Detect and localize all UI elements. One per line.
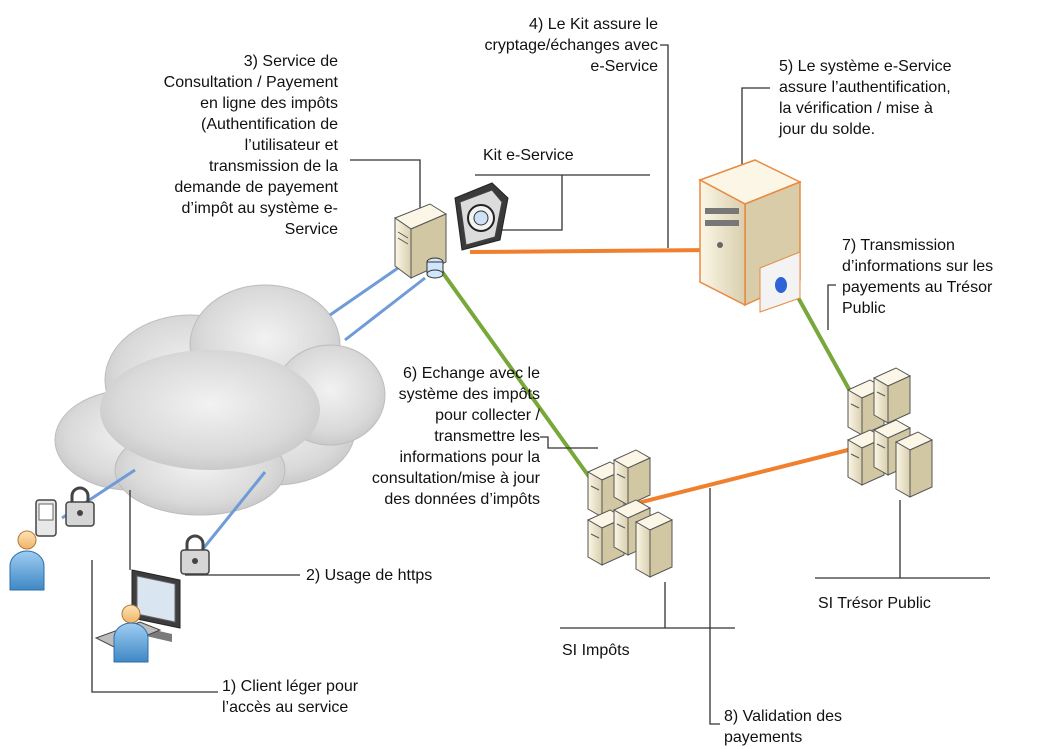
- mobile-device-icon: [35, 499, 57, 537]
- step3-label: 3) Service de Consultation / Payement en…: [163, 53, 338, 238]
- kit-eservice-icon: [454, 182, 509, 251]
- kit-eservice-label: Kit e-Service: [483, 147, 574, 164]
- padlock-icon: [180, 534, 210, 575]
- user-icon: [113, 604, 149, 663]
- step7-label: 7) Transmission d’informations sur les p…: [842, 237, 994, 317]
- web-server-icon: [393, 203, 448, 279]
- internet-cloud: [54, 284, 386, 516]
- step5-label: 5) Le système e-Service assure l’authent…: [779, 58, 952, 138]
- step2-label: 2) Usage de https: [306, 567, 433, 584]
- si-tresor-servers-icon: [846, 367, 934, 498]
- step4-label: 4) Le Kit assure le cryptage/échanges av…: [484, 16, 658, 75]
- eservice-server-icon: [698, 159, 802, 313]
- si-impots-servers-icon: [586, 449, 674, 578]
- orange-links: [469, 248, 849, 510]
- padlock-icon: [65, 486, 95, 527]
- si-impots-label: SI Impôts: [562, 642, 630, 659]
- step8-label: 8) Validation des payements: [724, 708, 842, 746]
- si-tresor-label: SI Trésor Public: [818, 595, 931, 612]
- callout-lines: [91, 44, 990, 725]
- step1-label: 1) Client léger pour l’accès au service: [222, 678, 359, 716]
- user-icon: [9, 530, 45, 591]
- step6-label: 6) Echange avec le système des impôts po…: [371, 365, 540, 508]
